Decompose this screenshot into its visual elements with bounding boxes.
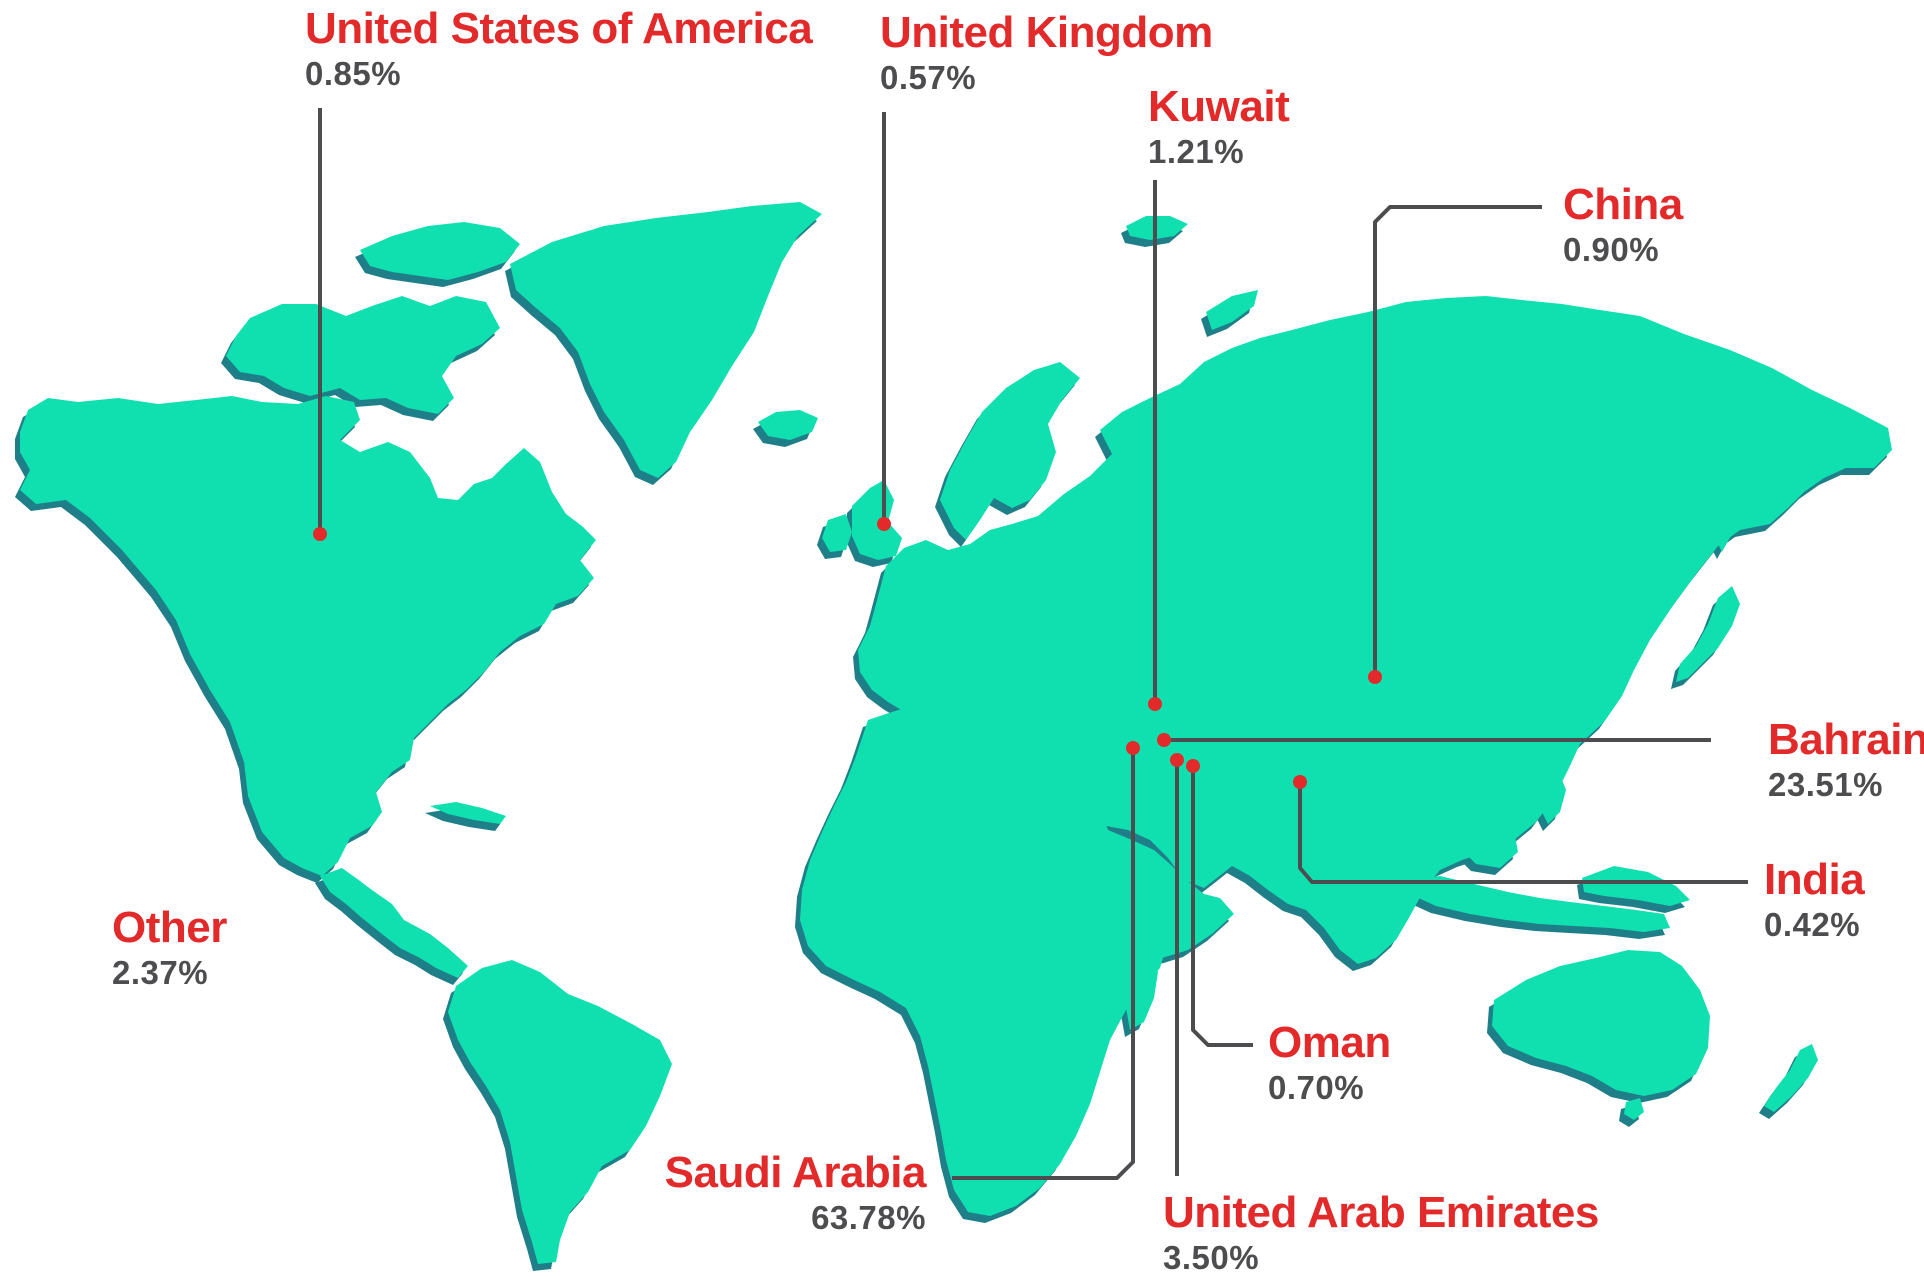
marker-dot-china (1368, 670, 1382, 684)
land-japan (1676, 586, 1740, 682)
country-value-china: 0.90% (1563, 230, 1660, 268)
marker-dot-bahrain (1157, 733, 1171, 747)
leader-line-india (1298, 782, 1748, 884)
marker-dot-usa (313, 527, 327, 541)
land-greenland (510, 202, 822, 478)
label-bahrain: Bahrain 23.51% (1768, 715, 1924, 804)
land-shadow-cuba (425, 809, 501, 831)
country-name-kuwait: Kuwait (1148, 82, 1290, 131)
land-indonesia (1410, 876, 1670, 932)
label-oman: Oman 0.70% (1268, 1018, 1391, 1107)
leader-line-saudi (952, 748, 1135, 1180)
marker-dot-india (1293, 775, 1307, 789)
land-arctic-islands-north (360, 222, 520, 280)
country-name-usa: United States of America (305, 4, 813, 53)
label-uk: United Kingdom 0.57% (880, 8, 1213, 97)
marker-dot-uae (1170, 753, 1184, 767)
country-value-other: 2.37% (112, 953, 209, 991)
label-kuwait: Kuwait 1.21% (1148, 82, 1290, 171)
land-novaya-zemlya (1206, 290, 1258, 330)
country-name-china: China (1563, 180, 1683, 229)
country-name-uae: United Arab Emirates (1163, 1188, 1599, 1237)
country-value-usa: 0.85% (305, 54, 402, 92)
country-value-uk: 0.57% (880, 58, 977, 96)
land-sakhalin (1714, 488, 1738, 552)
label-saudi-arabia: Saudi Arabia 63.78% (664, 1148, 927, 1237)
country-value-india: 0.42% (1764, 905, 1861, 943)
leader-line-oman (1191, 766, 1253, 1047)
land-africa (800, 704, 1166, 1216)
land-new-guinea (1582, 866, 1690, 906)
country-value-kuwait: 1.21% (1148, 132, 1245, 170)
country-name-oman: Oman (1268, 1018, 1391, 1067)
label-other: Other 2.37% (112, 903, 227, 992)
land-south-america (448, 960, 672, 1264)
country-name-bahrain: Bahrain (1768, 715, 1924, 764)
land-tasmania (1624, 1098, 1644, 1120)
land-central-america (320, 868, 468, 978)
label-china: China 0.90% (1563, 180, 1683, 269)
land (20, 202, 1892, 1264)
country-value-bahrain: 23.51% (1768, 765, 1883, 803)
land-australia (1492, 950, 1710, 1096)
label-uae: United Arab Emirates 3.50% (1163, 1188, 1599, 1277)
country-value-saudi-arabia: 63.78% (811, 1198, 926, 1236)
country-name-saudi-arabia: Saudi Arabia (664, 1148, 927, 1197)
country-value-oman: 0.70% (1268, 1068, 1365, 1106)
land-philippines (1540, 770, 1566, 824)
country-name-uk: United Kingdom (880, 8, 1213, 57)
land-scandinavia (940, 362, 1080, 540)
marker-dot-saudi (1126, 741, 1140, 755)
marker-dot-uk (877, 517, 891, 531)
label-india: India 0.42% (1764, 855, 1865, 944)
label-usa: United States of America 0.85% (305, 4, 813, 93)
location-markers (313, 517, 1382, 789)
land-new-zealand (1764, 1044, 1818, 1112)
land-borneo (1462, 822, 1518, 868)
country-name-other: Other (112, 903, 227, 952)
country-name-india: India (1764, 855, 1865, 904)
leader-line-china (1373, 205, 1542, 677)
land-ireland (822, 514, 852, 552)
land-north-america (20, 396, 596, 876)
land-cuba (430, 802, 506, 824)
leader-lines (318, 108, 1748, 1180)
country-value-uae: 3.50% (1163, 1238, 1260, 1276)
marker-dot-kuwait (1148, 697, 1162, 711)
land-british-isles (852, 480, 902, 560)
marker-dot-oman (1186, 759, 1200, 773)
land-iceland (758, 410, 818, 440)
land-arctic-islands (226, 296, 500, 414)
